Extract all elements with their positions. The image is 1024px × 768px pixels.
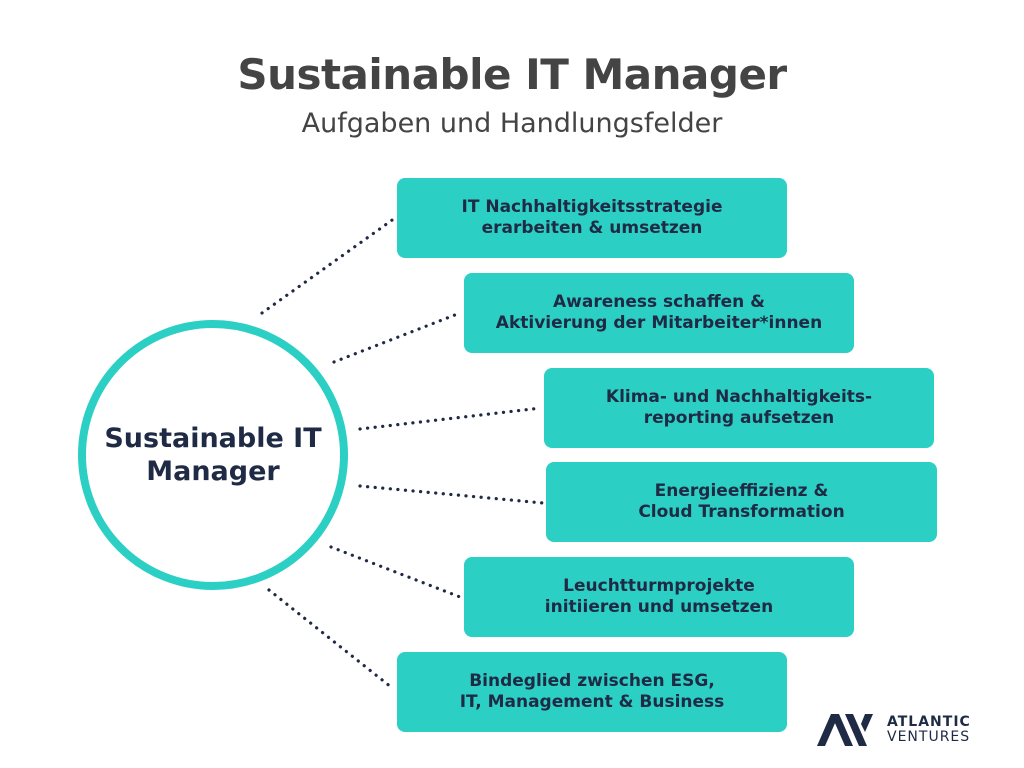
task-box-lighthouse-projects: Leuchtturmprojekte initiieren und umsetz… bbox=[464, 557, 854, 637]
task-box-reporting: Klima- und Nachhaltigkeits- reporting au… bbox=[544, 368, 934, 448]
page-subtitle: Aufgaben und Handlungsfelder bbox=[301, 108, 723, 139]
task-box-liaison: Bindeglied zwischen ESG, IT, Management … bbox=[397, 652, 787, 732]
page-title: Sustainable IT Manager bbox=[237, 50, 787, 99]
task-label: Awareness schaffen & Aktivierung der Mit… bbox=[495, 292, 823, 333]
brand-name-line1: ATLANTIC bbox=[887, 714, 971, 730]
task-label: IT Nachhaltigkeitsstrategie erarbeiten &… bbox=[461, 197, 723, 238]
connector-6 bbox=[267, 588, 393, 689]
task-label: Bindeglied zwischen ESG, IT, Management … bbox=[459, 671, 725, 712]
brand-logo: ATLANTIC VENTURES bbox=[815, 710, 985, 750]
task-box-energy-efficiency: Energieeffizienz & Cloud Transformation bbox=[546, 462, 937, 542]
connector-1 bbox=[260, 216, 397, 315]
connector-3 bbox=[358, 406, 543, 431]
task-label: Leuchtturmprojekte initiieren und umsetz… bbox=[544, 576, 774, 617]
task-box-awareness: Awareness schaffen & Aktivierung der Mit… bbox=[464, 273, 854, 353]
hub-circle: Sustainable IT Manager bbox=[78, 320, 348, 590]
brand-name-line2: VENTURES bbox=[887, 729, 971, 745]
task-label: Klima- und Nachhaltigkeits- reporting au… bbox=[605, 387, 873, 428]
hub-label: Sustainable IT Manager bbox=[104, 423, 322, 487]
task-box-strategy: IT Nachhaltigkeitsstrategie erarbeiten &… bbox=[397, 178, 787, 258]
connector-4 bbox=[358, 484, 545, 505]
connector-5 bbox=[329, 545, 462, 599]
connector-2 bbox=[332, 311, 462, 364]
task-label: Energieeffizienz & Cloud Transformation bbox=[638, 481, 845, 522]
atlantic-ventures-logo-icon bbox=[817, 714, 873, 746]
